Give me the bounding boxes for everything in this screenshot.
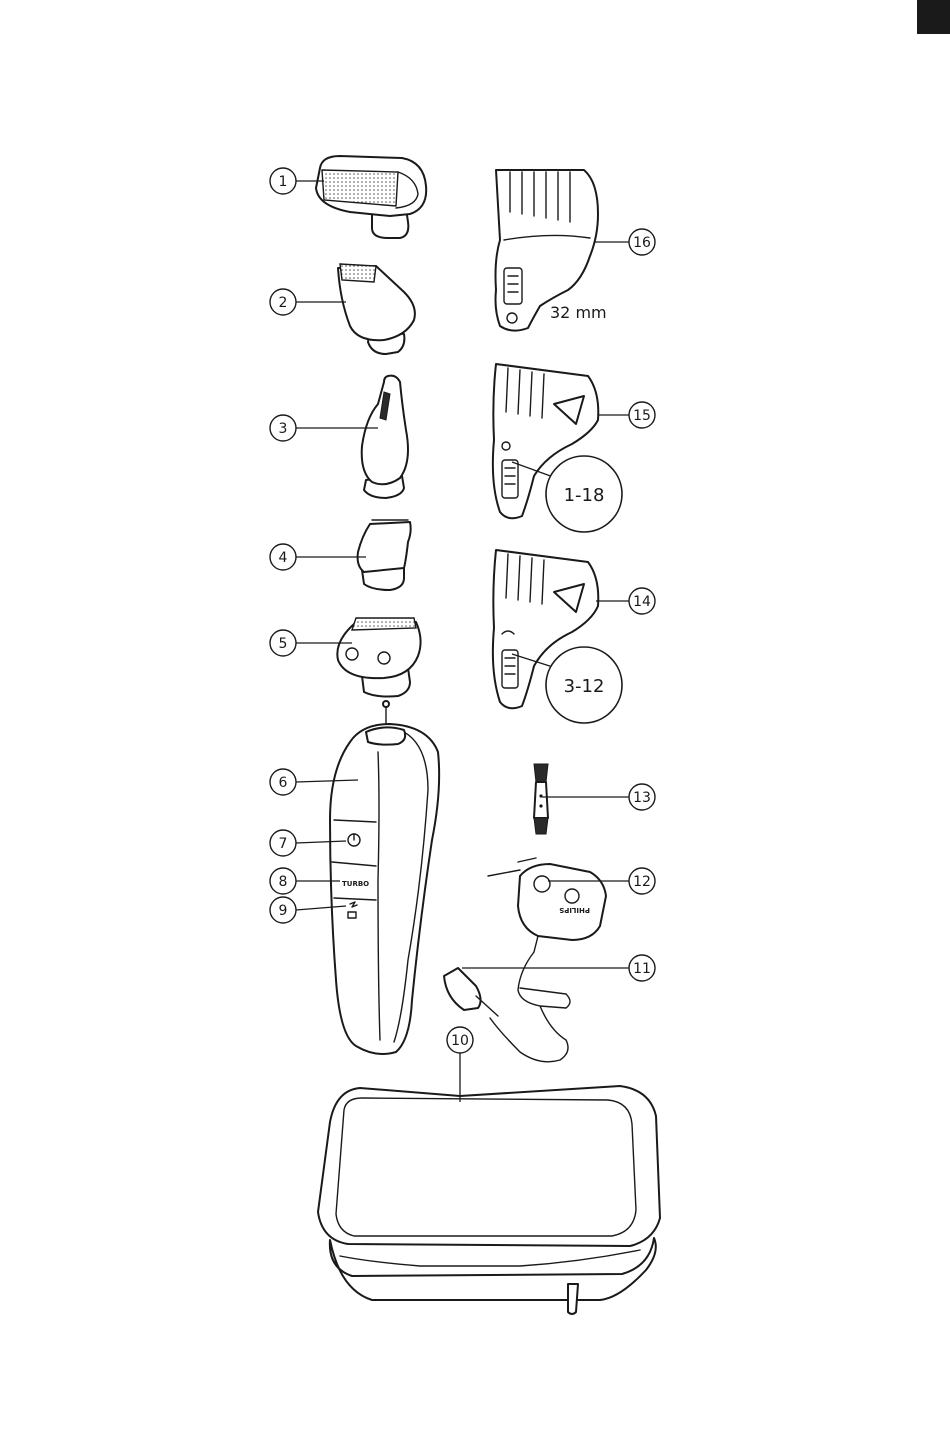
svg-text:1-18: 1-18 bbox=[564, 485, 605, 506]
callout-10: 10 bbox=[447, 1027, 473, 1102]
svg-text:1: 1 bbox=[279, 174, 288, 190]
svg-text:3-12: 3-12 bbox=[564, 676, 605, 697]
callout-2: 2 bbox=[270, 289, 346, 315]
callout-8: 8 bbox=[270, 868, 340, 894]
svg-text:8: 8 bbox=[279, 874, 288, 890]
svg-text:14: 14 bbox=[633, 594, 651, 610]
comb-32mm-length-label: 32 mm bbox=[550, 303, 607, 322]
svg-text:6: 6 bbox=[279, 775, 288, 791]
callout-4: 4 bbox=[270, 544, 366, 570]
precision-trimmer-illustration bbox=[338, 264, 415, 354]
detail-trimmer-illustration bbox=[358, 520, 411, 590]
handle-illustration: TURBO bbox=[330, 701, 439, 1054]
comb-32mm-illustration: 32 mm bbox=[496, 170, 607, 331]
foil-shaver-head-illustration bbox=[316, 156, 426, 238]
cleaning-brush-illustration bbox=[534, 764, 548, 834]
svg-text:13: 13 bbox=[633, 790, 651, 806]
turbo-label: TURBO bbox=[342, 880, 369, 888]
nose-trimmer-illustration bbox=[362, 376, 408, 498]
svg-text:15: 15 bbox=[633, 408, 651, 424]
svg-text:5: 5 bbox=[279, 636, 288, 652]
svg-text:3: 3 bbox=[279, 421, 288, 437]
beard-trimmer-illustration bbox=[337, 618, 420, 697]
callout-11: 11 bbox=[462, 955, 655, 981]
callout-15: 15 bbox=[598, 402, 655, 428]
callout-3: 3 bbox=[270, 415, 378, 441]
svg-text:10: 10 bbox=[451, 1033, 469, 1049]
adapter-brand-text: PHILIPS bbox=[559, 906, 590, 914]
callout-14: 14 bbox=[596, 588, 655, 614]
svg-text:4: 4 bbox=[279, 550, 288, 566]
svg-text:9: 9 bbox=[279, 903, 288, 919]
svg-text:2: 2 bbox=[279, 295, 288, 311]
callout-13: 13 bbox=[542, 784, 655, 810]
svg-text:16: 16 bbox=[633, 235, 651, 251]
callout-16: 16 bbox=[594, 229, 655, 255]
svg-text:11: 11 bbox=[633, 961, 651, 977]
svg-text:7: 7 bbox=[279, 836, 288, 852]
svg-text:12: 12 bbox=[633, 874, 651, 890]
storage-pouch-illustration bbox=[318, 1086, 660, 1314]
